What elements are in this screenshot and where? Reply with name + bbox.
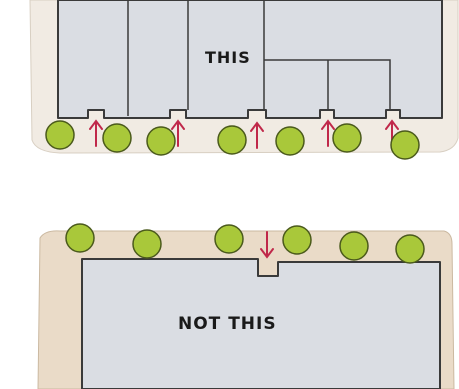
arrow-up-icon xyxy=(171,119,185,147)
tree-icon xyxy=(282,225,312,255)
tree-icon xyxy=(65,223,95,253)
top-panel: THIS xyxy=(29,0,459,160)
tree-icon xyxy=(395,234,425,264)
arrow-up-icon xyxy=(321,119,335,147)
tree-icon xyxy=(217,125,247,155)
tree-icon xyxy=(146,126,176,156)
top-panel-label: THIS xyxy=(205,48,251,67)
arrow-up-icon xyxy=(89,119,103,147)
top-arrows xyxy=(89,119,399,149)
arrow-down-icon xyxy=(260,231,274,259)
top-trees xyxy=(45,120,420,160)
tree-icon xyxy=(275,126,305,156)
bottom-panel-label: NOT THIS xyxy=(178,314,277,334)
top-building xyxy=(57,0,443,119)
tree-icon xyxy=(339,231,369,261)
tree-icon xyxy=(332,123,362,153)
tree-icon xyxy=(102,123,132,153)
tree-icon xyxy=(390,130,420,160)
tree-icon xyxy=(45,120,75,150)
bottom-trees xyxy=(65,223,425,264)
tree-icon xyxy=(214,224,244,254)
bottom-building xyxy=(81,258,441,389)
bottom-panel: NOT THIS xyxy=(37,223,455,389)
bottom-arrows xyxy=(260,231,274,259)
top-property-lines xyxy=(127,0,391,116)
arrow-up-icon xyxy=(250,121,264,149)
tree-icon xyxy=(132,229,162,259)
